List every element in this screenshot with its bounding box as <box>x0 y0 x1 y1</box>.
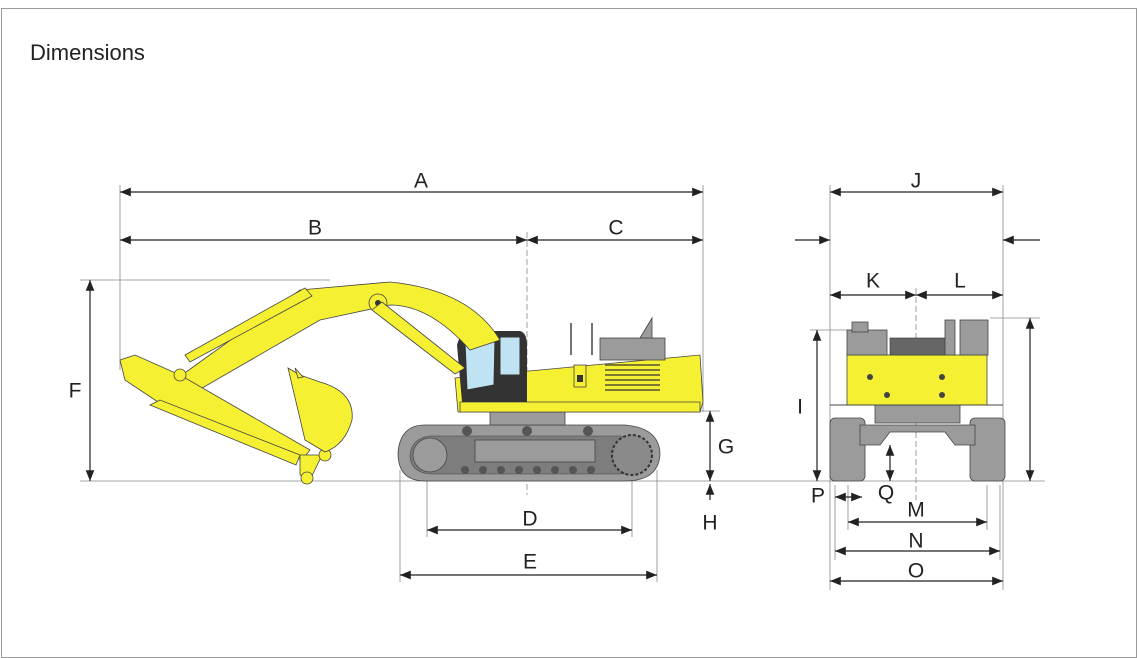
boom <box>174 281 501 396</box>
dim-label-j: J <box>911 170 922 193</box>
dimension-lines <box>85 187 1040 586</box>
dim-label-g: G <box>718 436 734 459</box>
dim-label-i: I <box>797 396 803 419</box>
dim-label-a: A <box>414 170 428 193</box>
excavator-side-view <box>119 281 704 485</box>
dim-label-k: K <box>866 270 880 293</box>
excavator-front-view <box>829 319 1006 482</box>
dim-label-o: O <box>908 560 924 583</box>
dim-label-d: D <box>522 508 537 531</box>
dim-label-f: F <box>69 380 82 403</box>
dim-label-n: N <box>908 530 923 553</box>
dim-label-q: Q <box>878 482 894 505</box>
dim-label-l: L <box>954 270 966 293</box>
dim-label-m: M <box>907 499 925 522</box>
dim-label-b: B <box>308 217 322 240</box>
dim-label-c: C <box>608 217 623 240</box>
bucket <box>287 367 353 453</box>
dim-label-e: E <box>523 551 537 574</box>
dim-label-p: P <box>811 485 825 508</box>
dim-label-h: H <box>702 512 717 535</box>
section-title: Dimensions <box>30 40 145 65</box>
